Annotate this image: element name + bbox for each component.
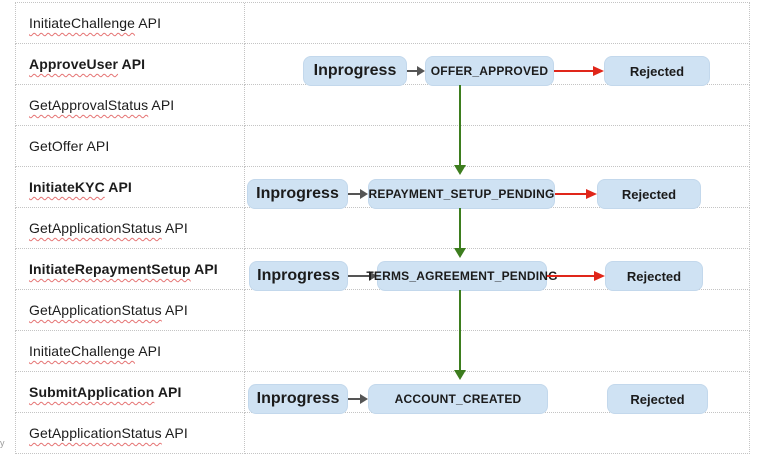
rejected-node[interactable]: Rejected: [607, 384, 708, 414]
api-label: InitiateKYC: [29, 179, 105, 195]
state-node-account-created[interactable]: ACCOUNT_CREATED: [368, 384, 548, 414]
api-label: InitiateRepaymentSetup: [29, 261, 191, 277]
api-label: SubmitApplication: [29, 384, 155, 400]
api-cell-getoffer[interactable]: GetOffer API: [15, 126, 245, 167]
rejected-node[interactable]: Rejected: [604, 56, 710, 86]
down-arrow-icon-repayment-to-terms: [454, 208, 466, 258]
down-arrow-icon-offer-to-repayment: [454, 85, 466, 175]
api-cell-initiatekyc[interactable]: InitiateKYC API: [15, 167, 245, 208]
api-cell-submitapplication[interactable]: SubmitApplication API: [15, 372, 245, 413]
reject-arrow-icon: [547, 261, 605, 291]
api-cell-initiatechallenge-2[interactable]: InitiateChallenge API: [15, 331, 245, 372]
flow-row-approveuser: Inprogress OFFER_APPROVED Rejected: [245, 44, 750, 86]
api-cell-initiatechallenge-1[interactable]: InitiateChallenge API: [15, 3, 245, 44]
inprogress-node[interactable]: Inprogress: [249, 261, 348, 291]
empty-cell[interactable]: [245, 290, 750, 331]
transition-arrow-icon: [348, 261, 377, 291]
api-label: InitiateChallenge: [29, 15, 135, 31]
transition-arrow-icon: [348, 384, 368, 414]
inprogress-node[interactable]: Inprogress: [247, 179, 348, 209]
empty-cell[interactable]: [245, 85, 750, 126]
flow-row-initiatekyc: Inprogress REPAYMENT_SETUP_PENDING Rejec…: [245, 167, 750, 209]
cropped-edge-text: y: [0, 438, 5, 448]
inprogress-node[interactable]: Inprogress: [303, 56, 407, 86]
api-label: GetApplicationStatus: [29, 302, 162, 318]
api-state-table: InitiateChallenge API ApproveUser API In…: [15, 2, 750, 454]
flow-row-submitapplication: Inprogress ACCOUNT_CREATED Rejected: [245, 372, 750, 414]
rejected-node[interactable]: Rejected: [605, 261, 703, 291]
state-node-terms-agreement-pending[interactable]: TERMS_AGREEMENT_PENDING: [366, 261, 557, 291]
api-cell-getapprovalstatus[interactable]: GetApprovalStatus API: [15, 85, 245, 126]
rejected-node[interactable]: Rejected: [597, 179, 701, 209]
api-cell-getapplicationstatus-2[interactable]: GetApplicationStatus API: [15, 290, 245, 331]
api-label: GetOffer: [29, 138, 84, 154]
empty-cell[interactable]: [245, 126, 750, 167]
api-label: ApproveUser: [29, 56, 119, 72]
down-arrow-icon-terms-to-account: [454, 290, 466, 380]
api-label: InitiateChallenge: [29, 343, 135, 359]
empty-cell[interactable]: [245, 331, 750, 372]
inprogress-node[interactable]: Inprogress: [248, 384, 348, 414]
flow-row-initiaterepaymentsetup: Inprogress TERMS_AGREEMENT_PENDING Rejec…: [245, 249, 750, 291]
empty-cell[interactable]: [245, 3, 750, 44]
transition-arrow-icon: [348, 179, 368, 209]
empty-cell[interactable]: [245, 413, 750, 454]
state-node-offer-approved[interactable]: OFFER_APPROVED: [425, 56, 554, 86]
transition-arrow-icon: [407, 56, 425, 86]
reject-arrow-icon: [554, 56, 604, 86]
api-cell-approveuser[interactable]: ApproveUser API: [15, 44, 245, 85]
api-cell-getapplicationstatus-3[interactable]: GetApplicationStatus API: [15, 413, 245, 454]
reject-arrow-icon: [555, 179, 597, 209]
api-label: GetApprovalStatus: [29, 97, 149, 113]
api-cell-initiaterepaymentsetup[interactable]: InitiateRepaymentSetup API: [15, 249, 245, 290]
api-label: GetApplicationStatus: [29, 220, 162, 236]
state-node-repayment-setup-pending[interactable]: REPAYMENT_SETUP_PENDING: [368, 179, 555, 209]
api-cell-getapplicationstatus-1[interactable]: GetApplicationStatus API: [15, 208, 245, 249]
empty-cell[interactable]: [245, 208, 750, 249]
api-label: GetApplicationStatus: [29, 425, 162, 441]
